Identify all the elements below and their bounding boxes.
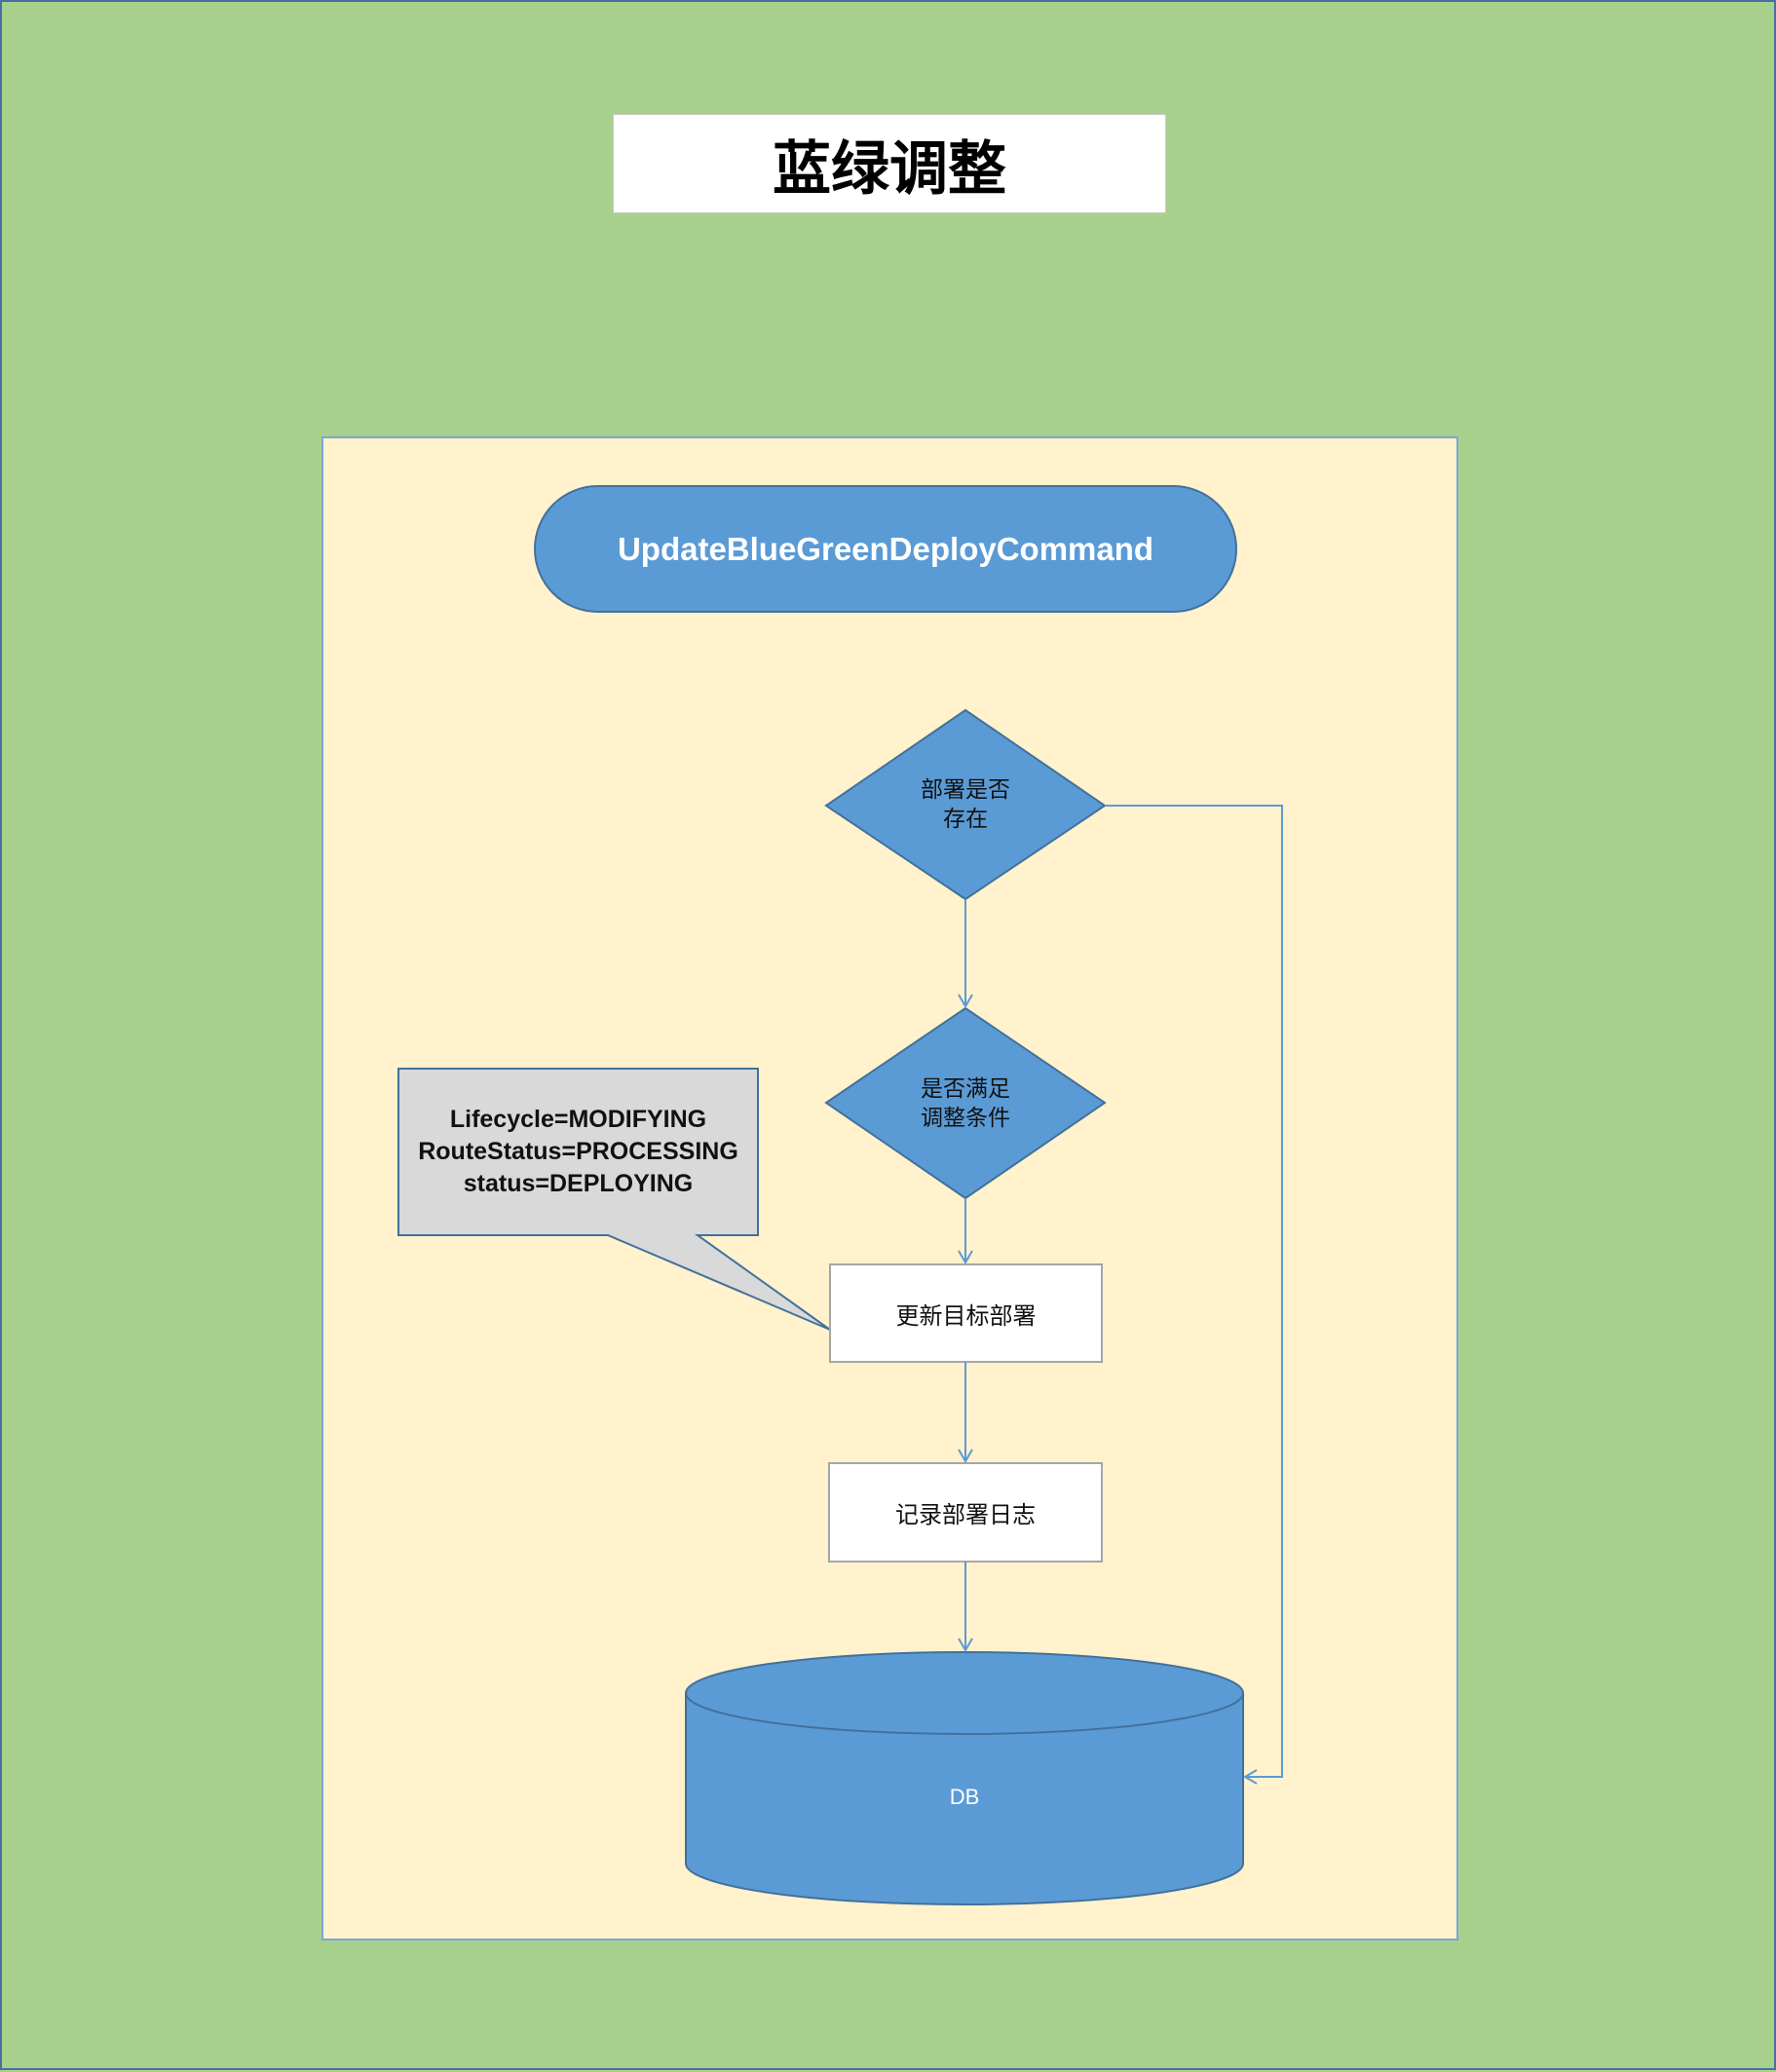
start-label: UpdateBlueGreenDeployCommand	[535, 486, 1236, 612]
decision-meets-condition-label: 是否满足 调整条件	[826, 1008, 1105, 1198]
diagram-title: 蓝绿调整	[613, 114, 1166, 213]
update-target-text: 更新目标部署	[895, 1301, 1037, 1330]
decision-deploy-exists-label: 部署是否 存在	[826, 710, 1105, 899]
database-text: DB	[949, 1784, 980, 1809]
record-log-label: 记录部署日志	[829, 1463, 1102, 1562]
callout-line-route-status: RouteStatus=PROCESSING	[418, 1138, 738, 1165]
record-log-text: 记录部署日志	[895, 1501, 1036, 1528]
callout-line-lifecycle: Lifecycle=MODIFYING	[449, 1106, 707, 1133]
connector-exists-to-db	[1105, 805, 1283, 1785]
diagram-title-text: 蓝绿调整	[773, 134, 1006, 204]
database-cylinder	[685, 1651, 1244, 1905]
decision-deploy-exists-line-2: 存在	[943, 807, 988, 832]
start-label-text: UpdateBlueGreenDeployCommand	[617, 530, 1154, 567]
decision-deploy-exists-line-1: 部署是否	[921, 777, 1010, 803]
start-terminator	[534, 485, 1237, 613]
decision-meets-condition-line-1: 是否满足	[921, 1075, 1010, 1102]
callout-shape	[397, 1068, 831, 1331]
update-target-box	[829, 1263, 1103, 1363]
callout-label: Lifecycle=MODIFYING RouteStatus=PROCESSI…	[398, 1069, 758, 1235]
update-target-label: 更新目标部署	[830, 1264, 1102, 1362]
record-log-box	[828, 1462, 1103, 1563]
decision-meets-condition-line-2: 调整条件	[921, 1105, 1010, 1131]
database-label: DB	[686, 1736, 1243, 1858]
callout-line-status: status=DEPLOYING	[463, 1170, 694, 1197]
